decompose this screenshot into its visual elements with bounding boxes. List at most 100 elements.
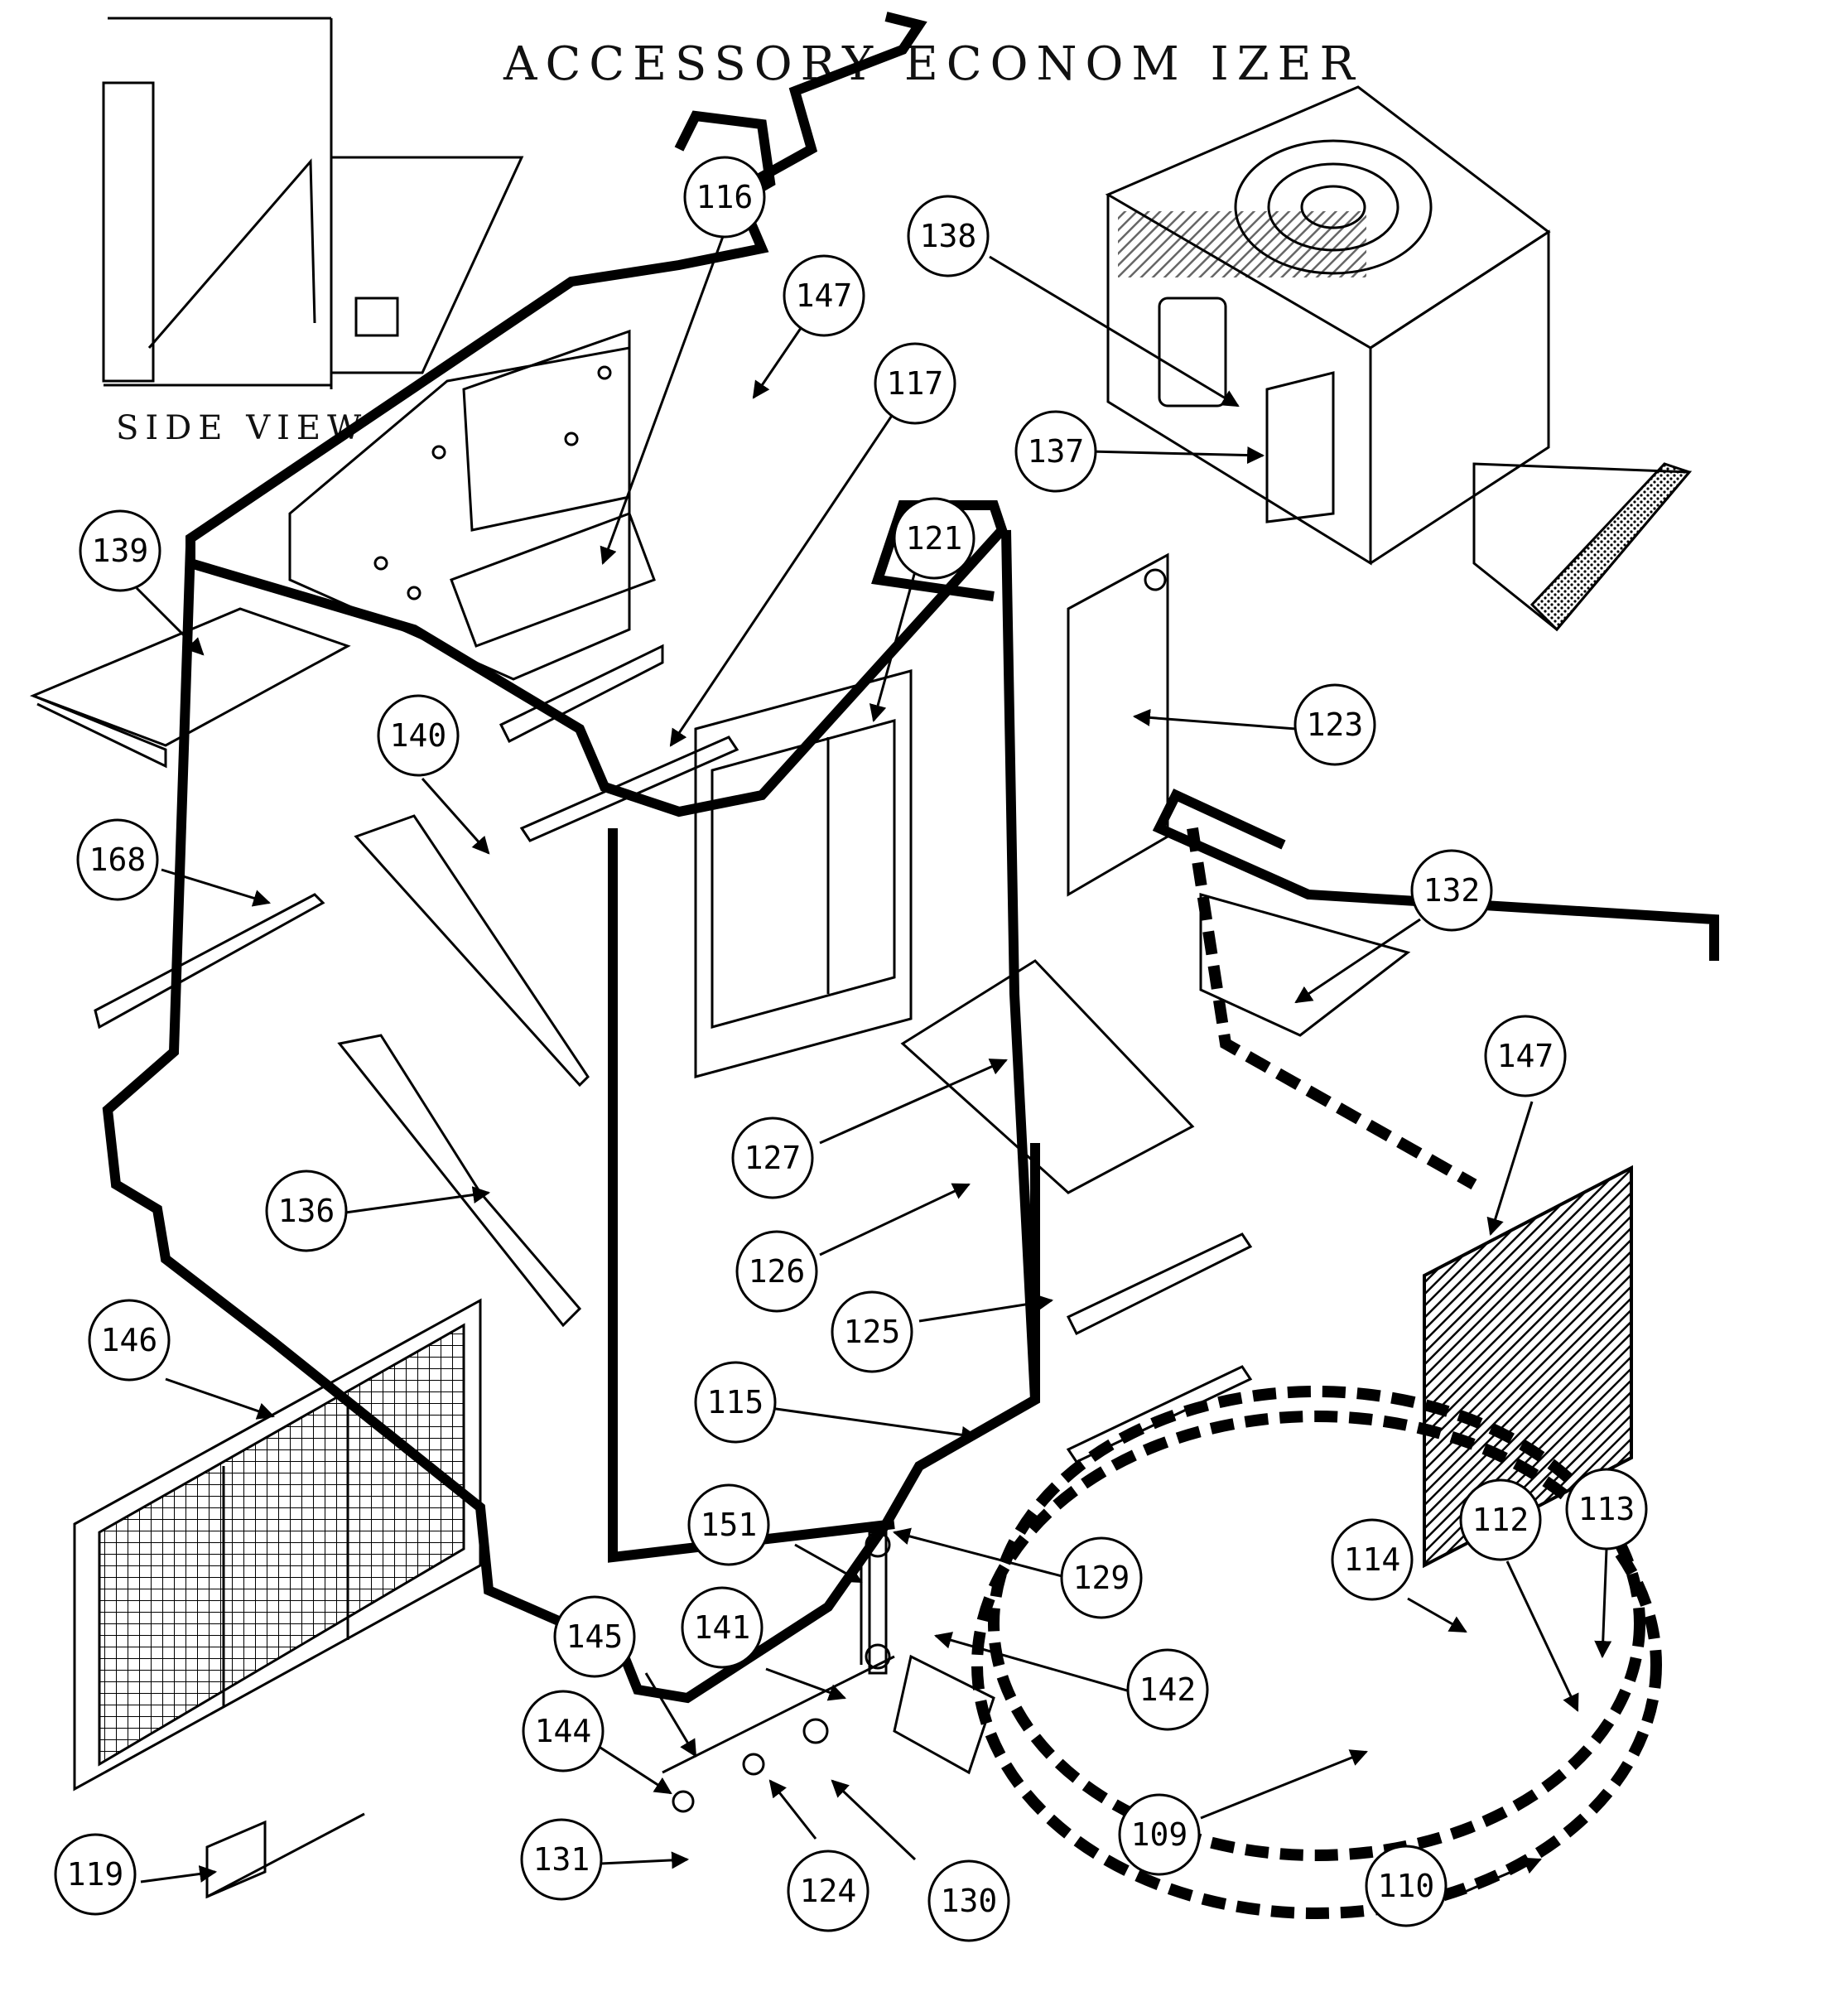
callout-label: 130 [941,1883,998,1919]
callout-117: 117 [874,342,956,425]
callout-circle [265,1170,348,1252]
callout-circle [893,497,975,580]
callout-label: 139 [92,533,149,569]
callout-circle [1331,1518,1414,1601]
callout-circle [1459,1478,1542,1561]
callout-circle [522,1690,605,1772]
callout-label: 146 [101,1322,158,1358]
callout-circle [79,509,161,592]
callout-circle [735,1230,818,1313]
callout-label: 112 [1472,1502,1529,1538]
callout-circle [377,694,460,777]
callout-label: 136 [278,1193,335,1229]
callout-145: 145 [553,1595,636,1678]
callout-109: 109 [1118,1793,1201,1876]
diagram-title: ACCESSORY ECONOM IZER [503,37,1363,91]
callout-label: 119 [67,1856,124,1893]
callout-circle [1410,849,1493,932]
callout-label: 126 [749,1253,806,1290]
callout-circle [1365,1845,1448,1927]
side-view-inset: SIDE VIEW [102,17,524,447]
hood-ring [971,789,1719,1919]
callout-136: 136 [265,1170,348,1252]
callout-131: 131 [520,1818,603,1901]
callout-label: 151 [701,1507,758,1543]
callout-label: 140 [390,717,447,754]
callout-circle [1060,1536,1143,1619]
callout-label: 123 [1307,707,1364,743]
loose-parts [29,552,1633,1899]
callout-116: 116 [683,156,766,239]
callout-circle [927,1859,1010,1942]
callout-circle [681,1586,764,1669]
callout-label: 137 [1028,433,1085,470]
callout-label: 124 [800,1873,857,1909]
callout-127: 127 [731,1117,814,1199]
callout-label: 168 [89,842,147,878]
callout-139: 139 [79,509,161,592]
callout-circle [783,254,865,337]
callout-label: 110 [1378,1868,1435,1904]
callout-label: 127 [744,1140,802,1176]
callout-137: 137 [1014,410,1097,493]
callout-label: 145 [566,1618,624,1655]
callout-label: 141 [694,1609,751,1646]
callout-circle [1565,1468,1648,1551]
callout-142: 142 [1126,1648,1209,1731]
callout-circle [1014,410,1097,493]
callout-circle [88,1299,171,1382]
callout-circle [553,1595,636,1678]
callout-140: 140 [377,694,460,777]
callout-119: 119 [54,1833,137,1916]
callout-124: 124 [787,1850,870,1932]
callout-circle [76,818,159,901]
callout-144: 144 [522,1690,605,1772]
callout-label: 132 [1423,872,1481,909]
callout-123: 123 [1293,683,1376,766]
callout-126: 126 [735,1230,818,1313]
callout-125: 125 [831,1290,913,1373]
callout-label: 129 [1073,1560,1130,1596]
callout-label: 109 [1131,1816,1188,1853]
callout-circle [1118,1793,1201,1876]
callout-label: 117 [887,365,944,402]
callout-147: 147 [1484,1015,1567,1097]
callout-label: 115 [707,1384,764,1420]
callout-130: 130 [927,1859,1010,1942]
callout-146: 146 [88,1299,171,1382]
callout-138: 138 [907,195,990,277]
callout-circle [694,1361,777,1444]
side-view-label: SIDE VIEW [116,409,368,447]
callout-circle [731,1117,814,1199]
callout-115: 115 [694,1361,777,1444]
filter-rack [73,1298,482,1792]
callout-circle [520,1818,603,1901]
callout-label: 147 [1497,1038,1554,1074]
callout-121: 121 [893,497,975,580]
callout-label: 116 [696,179,754,215]
callout-circle [1293,683,1376,766]
callout-group: 116 147 117 138 137 139 121 123 140 168 132 147 127 1… [54,156,1648,1942]
callout-label: 114 [1344,1541,1401,1578]
callout-label: 142 [1139,1671,1197,1708]
callout-113: 113 [1565,1468,1648,1551]
callout-151: 151 [687,1483,770,1566]
callout-circle [1484,1015,1567,1097]
callout-110: 110 [1365,1845,1448,1927]
callout-circle [831,1290,913,1373]
rooftop-unit-illustration [1105,85,1693,632]
callout-circle [907,195,990,277]
callout-circle [787,1850,870,1932]
callout-label: 113 [1578,1491,1635,1527]
callout-168: 168 [76,818,159,901]
callout-label: 138 [920,218,977,254]
callout-147: 147 [783,254,865,337]
callout-circle [874,342,956,425]
callout-129: 129 [1060,1536,1143,1619]
callout-114: 114 [1331,1518,1414,1601]
callout-label: 144 [535,1713,592,1749]
callout-circle [687,1483,770,1566]
callout-112: 112 [1459,1478,1542,1561]
callout-circle [1126,1648,1209,1731]
